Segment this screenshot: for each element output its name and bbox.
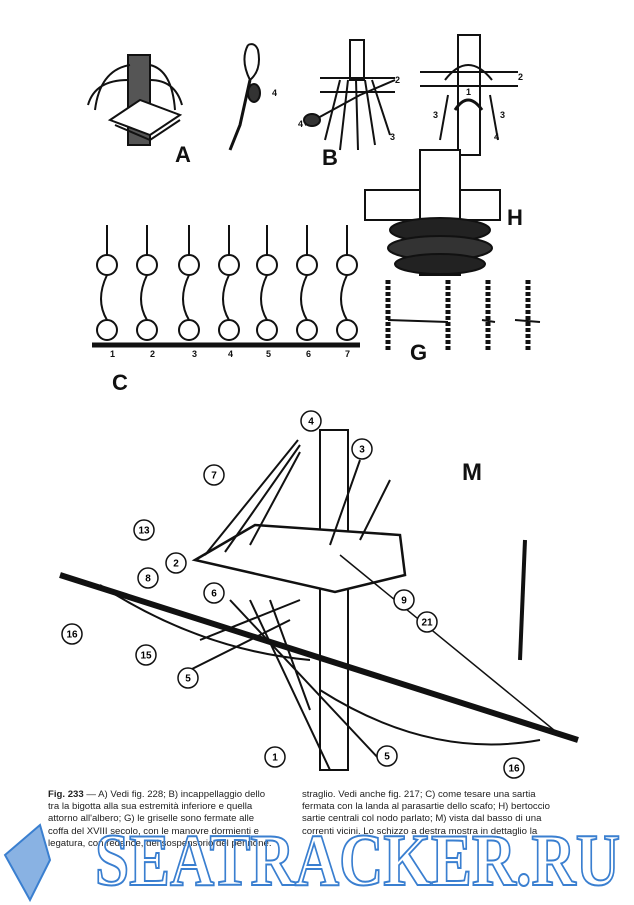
- caption-line: straglio. Vedi anche fig. 217; C) come t…: [302, 789, 536, 800]
- watermark-text: SEATRACKER.RU: [95, 820, 620, 902]
- callout-circle: [203, 464, 225, 486]
- detail-h-parrel: [364, 149, 501, 276]
- caption-left-column: Fig. 233 — A) Vedi fig. 228; B) incappel…: [48, 789, 298, 850]
- c-step: 5: [266, 349, 271, 359]
- label-m: M: [462, 459, 482, 486]
- callout-number: 5: [185, 674, 191, 685]
- label-a: A: [175, 142, 191, 167]
- callout-number: 1: [272, 753, 278, 764]
- caption-line: attorno all'albero; G) le griselle sono …: [48, 813, 255, 825]
- caption-line: — A) Vedi fig. 228; B) incappellaggio de…: [86, 789, 266, 800]
- callout-number: 21: [421, 618, 433, 629]
- detail-mast-top-collar: [420, 34, 518, 156]
- caption-line: tra la bigotta alla sua estremità inferi…: [48, 801, 253, 813]
- c-step: 1: [110, 349, 115, 359]
- callout-number: 16: [66, 630, 78, 641]
- c-step: 4: [228, 349, 233, 359]
- callout-number: 3: [359, 445, 365, 456]
- callout-number: 2: [173, 559, 179, 570]
- watermark: SEATRACKER.RU: [3, 819, 621, 903]
- caption-right-column: straglio. Vedi anche fig. 217; C) come t…: [302, 789, 585, 838]
- callout-circle: [300, 410, 322, 432]
- detail-b-stay-collar: [303, 39, 396, 151]
- caption-line: legatura, con redance, del sospensorio d…: [48, 837, 272, 849]
- callout-circle: [61, 623, 83, 645]
- callout-number: 4: [308, 417, 314, 428]
- rt-num: 4: [494, 132, 499, 142]
- caption-line: fermata con la landa al parasartie dello…: [302, 801, 550, 813]
- detail-a-mast-lashing: [87, 54, 183, 146]
- callout-circle: [393, 589, 415, 611]
- b-num: 2: [395, 75, 400, 85]
- detail-c-deadeyes: [92, 224, 360, 348]
- label-g: G: [410, 340, 427, 365]
- callout-circle: [416, 611, 438, 633]
- c-step: 7: [345, 349, 350, 359]
- callout-number: 8: [145, 574, 151, 585]
- callout-number: 7: [211, 471, 217, 482]
- rt-num: 2: [518, 72, 523, 82]
- c-step: 6: [306, 349, 311, 359]
- detail-m-top-view: [59, 429, 579, 771]
- detail-eye-splice: [228, 43, 261, 151]
- callout-circle: [133, 519, 155, 541]
- callout-number: 13: [138, 526, 150, 537]
- callout-number: 5: [384, 752, 390, 763]
- caption-line: coffa del XVIII secolo, con le manovre d…: [48, 825, 259, 837]
- callout-circle: [135, 644, 157, 666]
- callout-circle: [503, 757, 525, 779]
- callout-circle: [351, 438, 373, 460]
- rt-num: 3: [433, 110, 438, 120]
- callout-number: 15: [140, 651, 152, 662]
- callout-number: 9: [401, 596, 407, 607]
- figure-number: Fig. 233: [48, 789, 84, 800]
- c-step: 2: [150, 349, 155, 359]
- label-b: B: [322, 145, 338, 170]
- watermark-star-icon: [3, 823, 52, 903]
- rt-num: 3: [500, 110, 505, 120]
- rt-num: 1: [466, 87, 471, 97]
- caption-line: correnti vicini. Lo schizzo a destra mos…: [302, 825, 538, 837]
- callout-circle: [264, 746, 286, 768]
- callout-number: 16: [508, 764, 520, 775]
- c-step: 3: [192, 349, 197, 359]
- loop-num: 4: [272, 88, 277, 98]
- callout-circle: [203, 582, 225, 604]
- b-num: 4: [298, 119, 303, 129]
- b-num: 3: [390, 132, 395, 142]
- callout-circle: [177, 667, 199, 689]
- caption-line: sartie centrali col nodo parlato; M) vis…: [302, 813, 542, 825]
- callout-number: 6: [211, 589, 217, 600]
- label-c: C: [112, 370, 128, 395]
- callout-circle: [165, 552, 187, 574]
- callout-circle: [137, 567, 159, 589]
- callout-circle: [376, 745, 398, 767]
- detail-g-ratlines: [385, 280, 541, 350]
- label-h: H: [507, 205, 523, 230]
